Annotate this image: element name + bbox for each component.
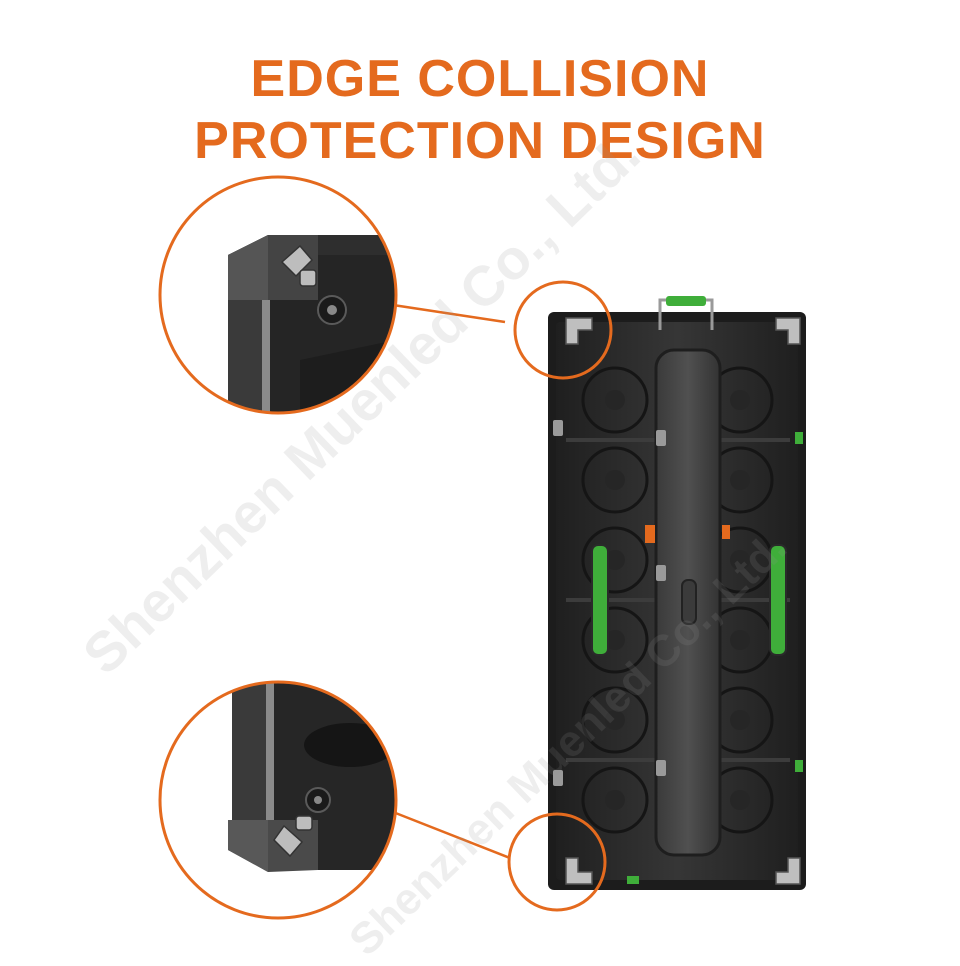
headline: EDGE COLLISION PROTECTION DESIGN <box>0 48 960 172</box>
bottom-corner-detail <box>158 680 398 920</box>
headline-line-1: EDGE COLLISION <box>250 50 710 108</box>
top-corner-highlight <box>513 280 613 380</box>
top-corner-detail <box>158 175 398 415</box>
led-cabinet <box>548 296 806 890</box>
headline-line-2: PROTECTION DESIGN <box>194 112 766 170</box>
bottom-corner-highlight <box>507 812 607 912</box>
